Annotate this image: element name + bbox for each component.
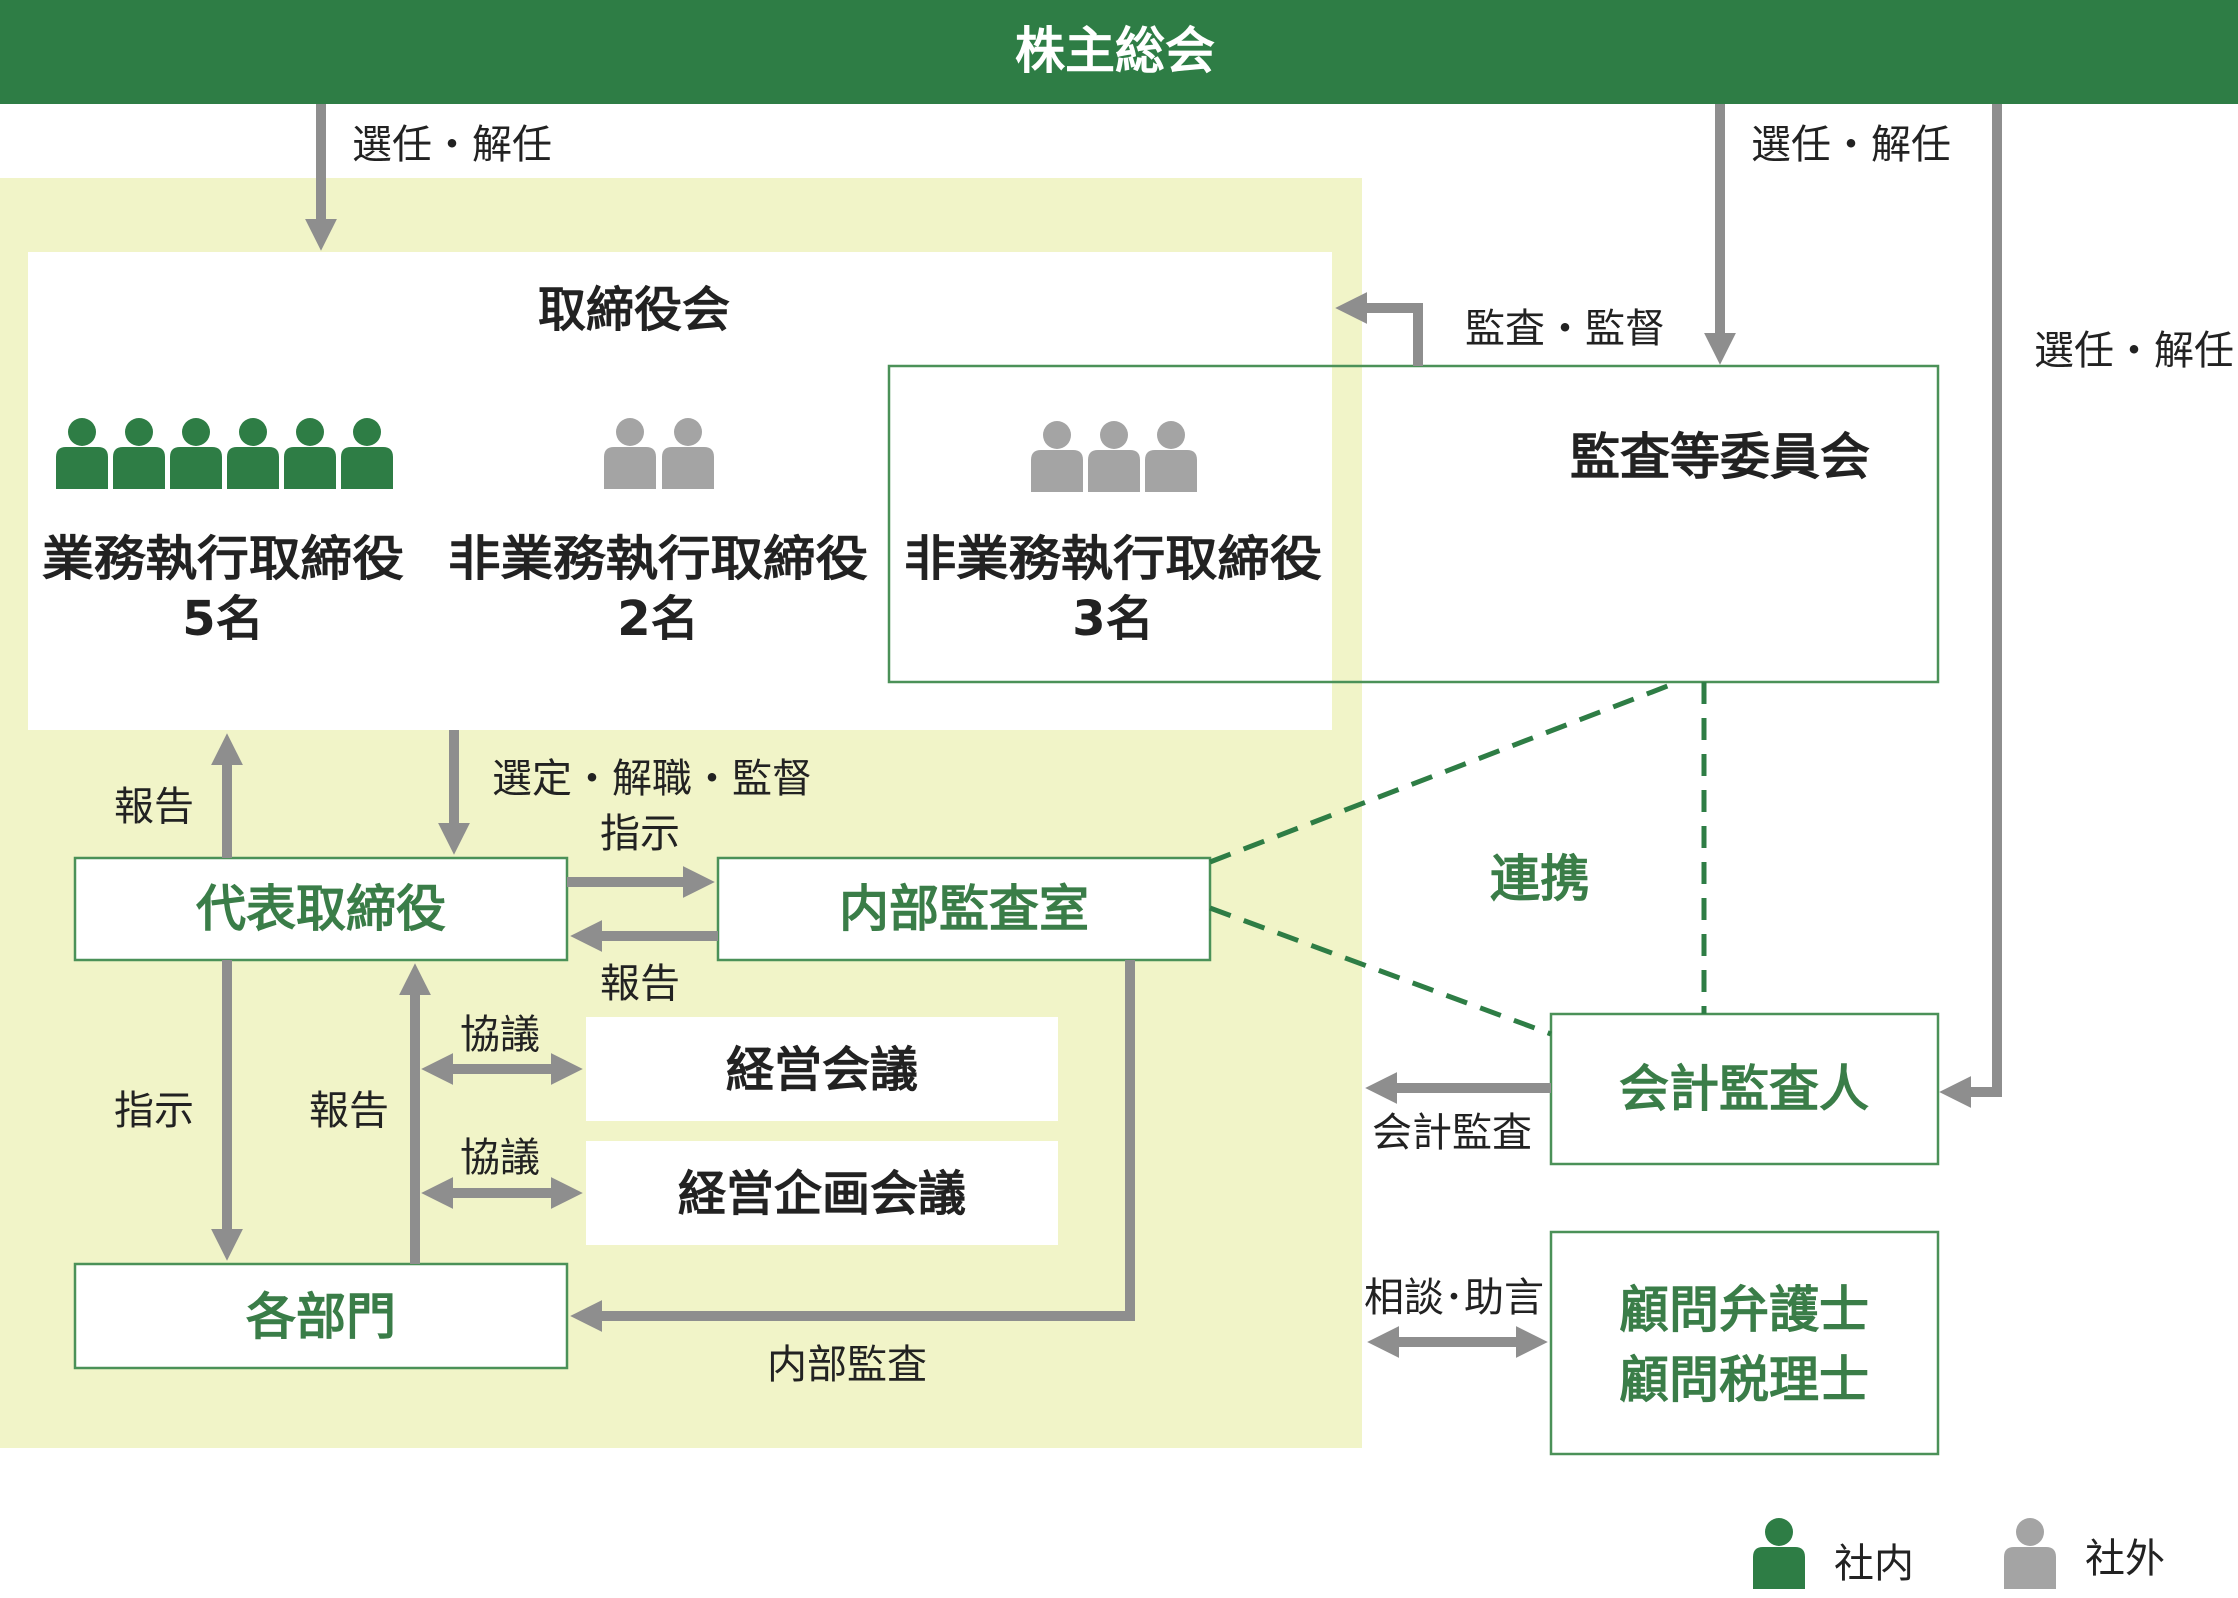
accounting-auditor-label: 会計監査人 (1619, 1060, 1869, 1118)
representative-director-label: 代表取締役 (195, 880, 446, 938)
internal-audit-label: 内部監査 (767, 1342, 927, 1388)
audit-non-executive-count: 3名 (1072, 591, 1153, 647)
advisors-label-line1: 顧問弁護士 (1619, 1281, 1869, 1339)
instruct-to-audit-label: 指示 (600, 811, 680, 857)
management-meeting-label: 経営会議 (726, 1042, 918, 1098)
cooperation-lines (1209, 679, 1707, 1037)
arrows (210, 104, 2002, 1359)
consult-label-1: 協議 (460, 1012, 540, 1058)
audit-supervise-label: 監査・監督 (1465, 306, 1665, 352)
legend: 社内 社外 (1753, 1518, 2165, 1589)
select-dismiss-supervise-label: 選定・解職・監督 (492, 756, 812, 802)
accounting-audit-label: 会計監査 (1372, 1110, 1532, 1156)
departments-box (73, 1262, 569, 1370)
board-title: 取締役会 (538, 282, 730, 338)
appoint-dismiss-accounting-label: 選任・解任 (2034, 328, 2234, 374)
advisors-label-line2: 顧問税理士 (1619, 1351, 1869, 1409)
legend-external-person-icon (2004, 1518, 2056, 1589)
advisors-box (1549, 1230, 1940, 1456)
executive-directors-count: 5名 (182, 591, 263, 647)
audit-non-executive-label: 非業務執行取締役 (904, 531, 1322, 587)
representative-director-box (73, 856, 569, 962)
consult-label-2: 協議 (460, 1135, 540, 1181)
report-from-departments-label: 報告 (309, 1088, 389, 1134)
management-meeting-box (586, 1017, 1058, 1121)
legend-external-label: 社外 (2085, 1536, 2165, 1582)
shareholders-meeting-bar (0, 0, 2238, 104)
arrow-shareholders-to-accounting-auditor (1939, 104, 2002, 1109)
non-executive-directors-label: 非業務執行取締役 (448, 531, 868, 587)
accounting-auditor-box (1549, 1012, 1940, 1166)
cooperation-line-audit-office-committee (1209, 679, 1679, 865)
audit-committee-title: 監査等委員会 (1570, 428, 1870, 486)
non-executive-directors-count: 2名 (617, 591, 698, 647)
cooperation-label: 連携 (1490, 850, 1590, 908)
appoint-dismiss-audit-label: 選任・解任 (1751, 122, 1951, 168)
instruct-to-departments-label: 指示 (114, 1088, 194, 1134)
report-from-audit-label: 報告 (600, 961, 680, 1007)
legend-internal-label: 社内 (1834, 1541, 1914, 1587)
shareholders-meeting-title: 株主総会 (1015, 22, 1215, 80)
departments-label: 各部門 (246, 1288, 396, 1346)
arrow-internal-audit-to-departments (570, 960, 1135, 1333)
executive-directors-label: 業務執行取締役 (42, 531, 404, 587)
planning-meeting-label: 経営企画会議 (678, 1166, 966, 1222)
cooperation-line-audit-office-auditor (1209, 905, 1552, 1037)
appoint-dismiss-board-label: 選任・解任 (352, 122, 552, 168)
advice-label: 相談･助言 (1364, 1275, 1544, 1321)
arrow-audit-committee-to-board (1335, 291, 1423, 366)
audit-non-executive-person-icons (1031, 421, 1197, 492)
planning-meeting-box (586, 1141, 1058, 1245)
legend-internal-person-icon (1753, 1518, 1805, 1589)
report-to-board-label: 報告 (114, 784, 194, 830)
internal-audit-office-label: 内部監査室 (839, 880, 1089, 938)
